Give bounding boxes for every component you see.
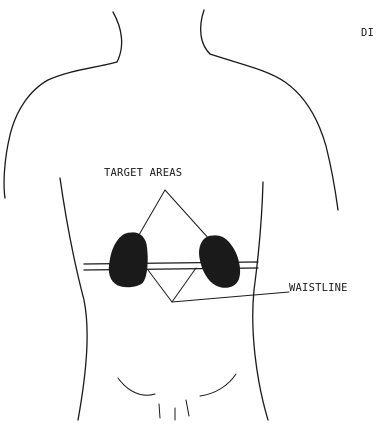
left-shoulder-line bbox=[4, 62, 117, 198]
neck-left-line bbox=[113, 12, 122, 62]
spine-mark-1 bbox=[159, 404, 160, 418]
waistline-pointer-right bbox=[172, 268, 196, 302]
spine-mark-3 bbox=[186, 400, 189, 416]
right-shoulder-line bbox=[210, 54, 338, 210]
target-pointer-left bbox=[136, 190, 165, 240]
waistline-pointer-left bbox=[148, 270, 172, 302]
left-torso-side bbox=[60, 178, 87, 420]
target-pointer-right bbox=[165, 190, 210, 240]
lower-back-curve-left bbox=[118, 378, 155, 395]
corner-text: DI bbox=[361, 27, 374, 39]
lower-back-curve-right bbox=[200, 374, 236, 396]
target-areas-label: TARGET AREAS bbox=[104, 167, 182, 179]
target-area-right bbox=[200, 236, 240, 287]
waistline-label: WAISTLINE bbox=[289, 282, 348, 294]
right-torso-side bbox=[253, 182, 268, 420]
neck-right-line bbox=[201, 10, 210, 54]
target-area-left bbox=[109, 233, 147, 287]
torso-outline bbox=[4, 10, 338, 420]
waistline-leader-line bbox=[172, 292, 289, 302]
